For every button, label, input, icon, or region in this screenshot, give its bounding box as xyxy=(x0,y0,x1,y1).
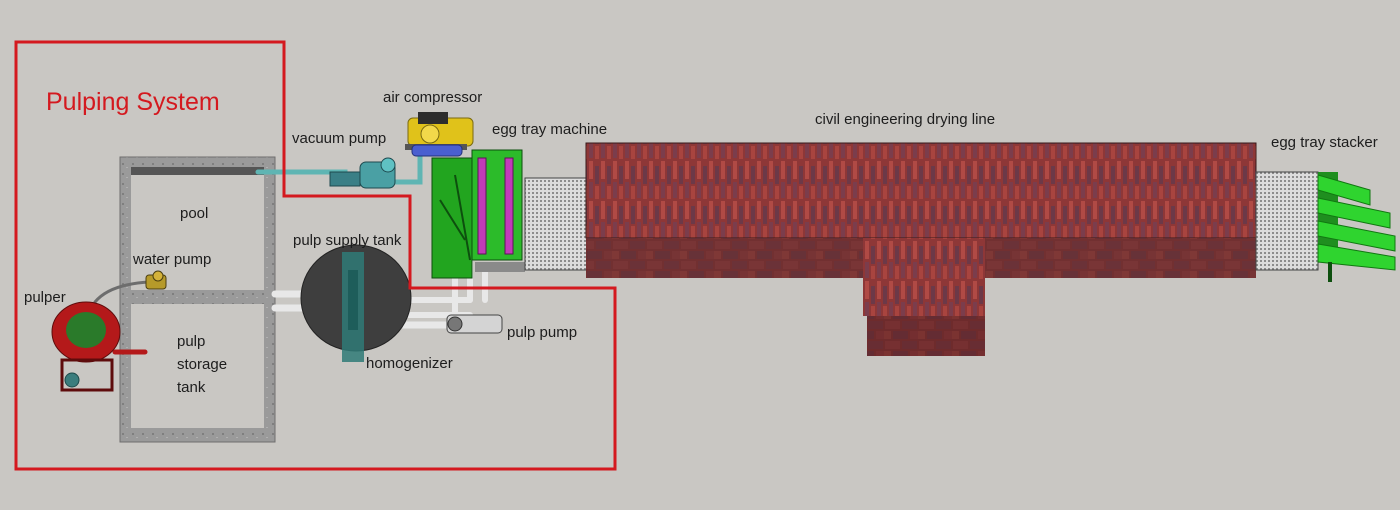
pool-label: pool xyxy=(180,205,209,222)
pulp-storage-tank-label: pulp storage tank xyxy=(177,333,228,396)
egg-tray-machine-icon xyxy=(411,144,525,279)
egg-tray-stacker-label: egg tray stacker xyxy=(1271,134,1378,151)
water-pump-icon xyxy=(145,270,167,290)
egg-tray-stacker-icon xyxy=(1317,172,1396,282)
homogenizer-label: homogenizer xyxy=(366,355,453,372)
drying-line-icon xyxy=(585,142,1257,356)
pulping-system-boundary xyxy=(14,40,617,471)
pulp-pump-label: pulp pump xyxy=(507,324,578,341)
water-pump-label: water pump xyxy=(133,251,212,268)
vacuum-pump-label: vacuum pump xyxy=(292,130,387,147)
exit-conveyor xyxy=(1255,171,1319,271)
drying-line-label: civil engineering drying line xyxy=(815,111,996,128)
system-title: Pulping System xyxy=(46,88,220,116)
pulper-label: pulper xyxy=(24,289,66,306)
pulp-pump-icon xyxy=(446,314,503,334)
egg-tray-machine-label: egg tray machine xyxy=(492,121,608,138)
air-compressor-label: air compressor xyxy=(383,89,483,106)
feed-conveyor xyxy=(524,177,588,271)
pool-structure xyxy=(119,156,276,443)
air-compressor-icon xyxy=(405,112,474,150)
pulp-supply-tank-label: pulp supply tank xyxy=(293,232,402,249)
pulper-icon xyxy=(51,301,121,392)
vacuum-pump-icon xyxy=(329,157,396,189)
pulp-supply-tank-icon xyxy=(300,244,412,362)
